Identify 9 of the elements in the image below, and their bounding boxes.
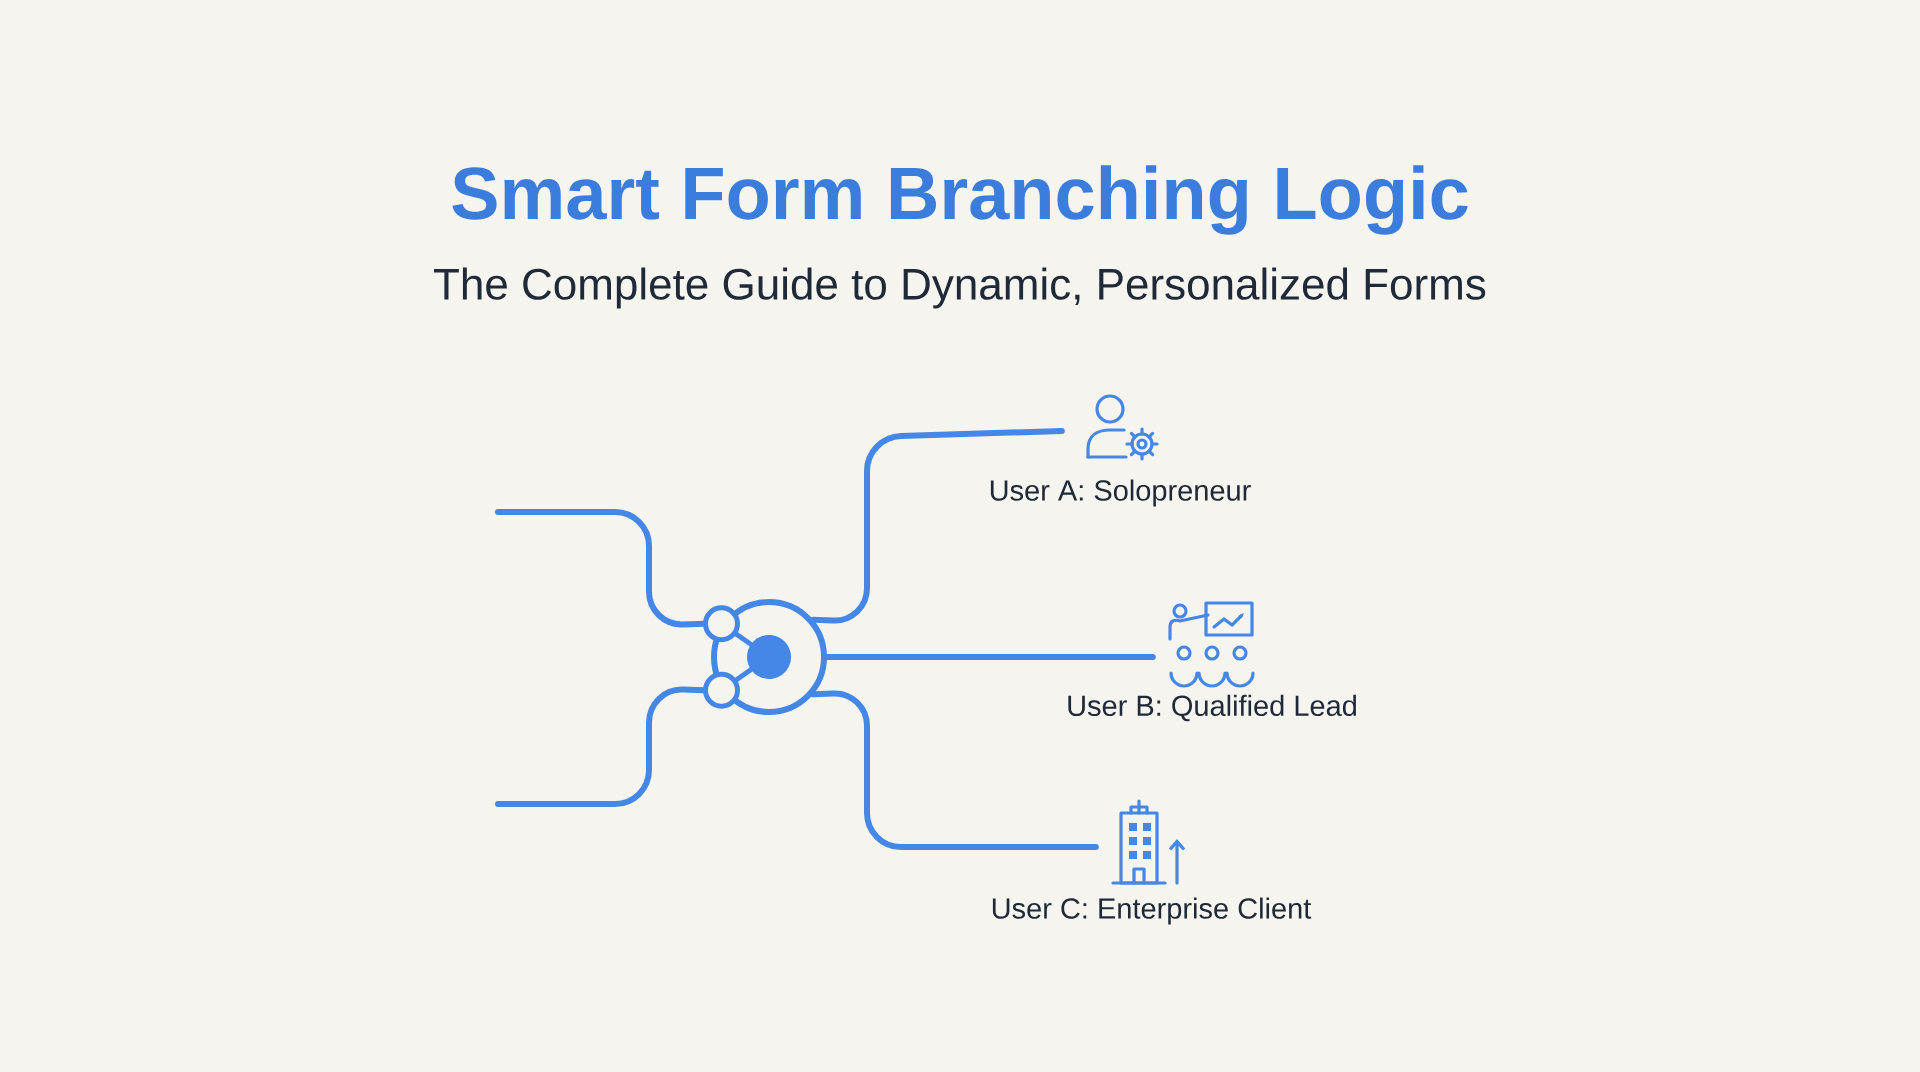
title: Smart Form Branching Logic xyxy=(452,165,1468,235)
connector-line xyxy=(810,428,1065,624)
node-label: User B: Qualified Lead xyxy=(1068,694,1356,722)
hub-drawing xyxy=(703,599,827,715)
node-label: User A: Solopreneur xyxy=(990,479,1251,507)
node-label: User C: Enterprise Client xyxy=(992,897,1312,925)
connector-line xyxy=(810,690,1099,850)
subtitle: The Complete Guide to Dynamic, Personalized Forms xyxy=(434,267,1486,309)
connector-line xyxy=(824,654,1156,660)
